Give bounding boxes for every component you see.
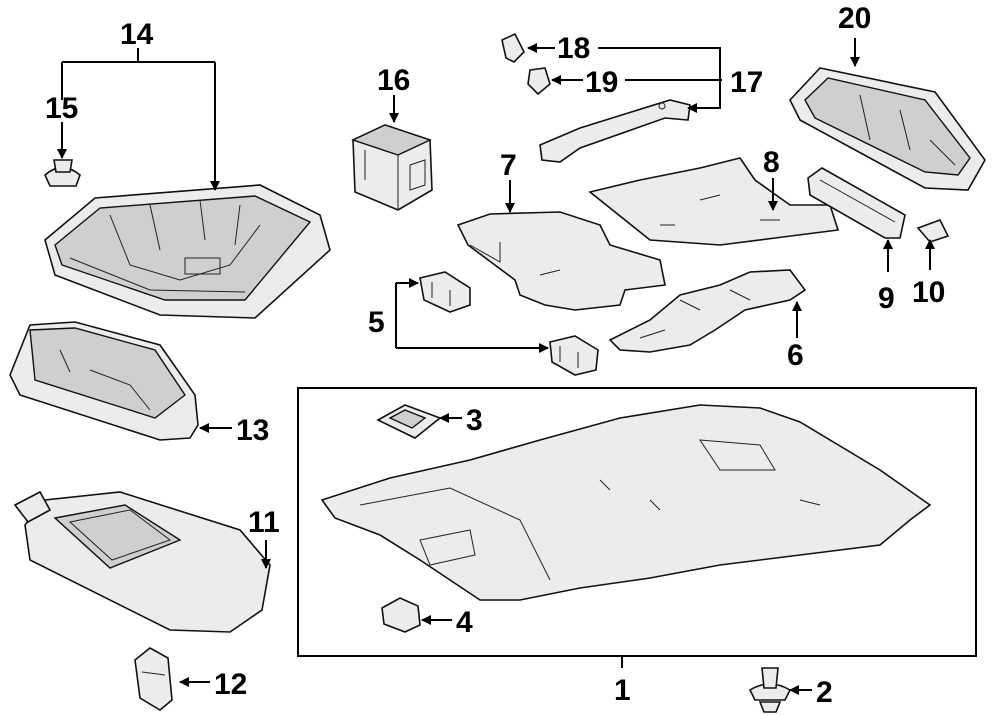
callout-3: 3 [466, 404, 483, 437]
callout-11: 11 [248, 506, 280, 539]
callout-5: 5 [368, 306, 385, 339]
callout-13: 13 [236, 414, 269, 447]
callout-4: 4 [456, 606, 473, 639]
callout-9: 9 [878, 282, 895, 315]
cap-part-10 [916, 219, 950, 243]
callout-6: 6 [787, 339, 804, 372]
callout-18: 18 [557, 32, 590, 65]
clip-part-5a [419, 271, 471, 313]
headliner-pad-part-7 [456, 211, 666, 311]
callout-14: 14 [120, 18, 154, 51]
fastener-part-2 [748, 667, 792, 713]
holder-part-12 [134, 647, 173, 711]
clip-part-19 [527, 67, 551, 96]
headliner-part-1 [320, 404, 932, 601]
callout-8: 8 [763, 146, 780, 179]
module-box-part-16 [351, 124, 433, 211]
callout-2: 2 [816, 676, 833, 709]
callout-12: 12 [214, 668, 247, 701]
callout-7: 7 [500, 149, 517, 182]
overhead-console-part [44, 184, 331, 319]
leader-lines [57, 38, 935, 695]
callout-16: 16 [377, 64, 410, 97]
callout-17: 17 [730, 66, 763, 99]
callout-1: 1 [614, 674, 631, 707]
sun-visor-part-11 [13, 490, 271, 633]
clip-part-5b [549, 335, 599, 376]
clip-part-15 [44, 159, 81, 187]
upper-console-part-20 [789, 67, 986, 191]
callout-15: 15 [45, 92, 78, 125]
callout-10: 10 [912, 276, 945, 309]
pad-part-3 [376, 404, 442, 439]
clip-part-18 [501, 32, 525, 63]
headliner-group-frame [297, 387, 977, 657]
trim-strip-part-9 [807, 167, 906, 239]
headliner-panel-part-8 [588, 157, 840, 246]
callout-labels: 14 15 16 18 19 17 20 7 8 9 10 6 5 13 11 … [45, 2, 945, 709]
map-light-part-13 [9, 321, 199, 441]
clip-part-4 [381, 597, 421, 633]
callout-19: 19 [585, 66, 618, 99]
callout-20: 20 [838, 2, 871, 35]
bracket-part-6 [608, 269, 807, 353]
assist-grip-part-17 [539, 99, 691, 163]
